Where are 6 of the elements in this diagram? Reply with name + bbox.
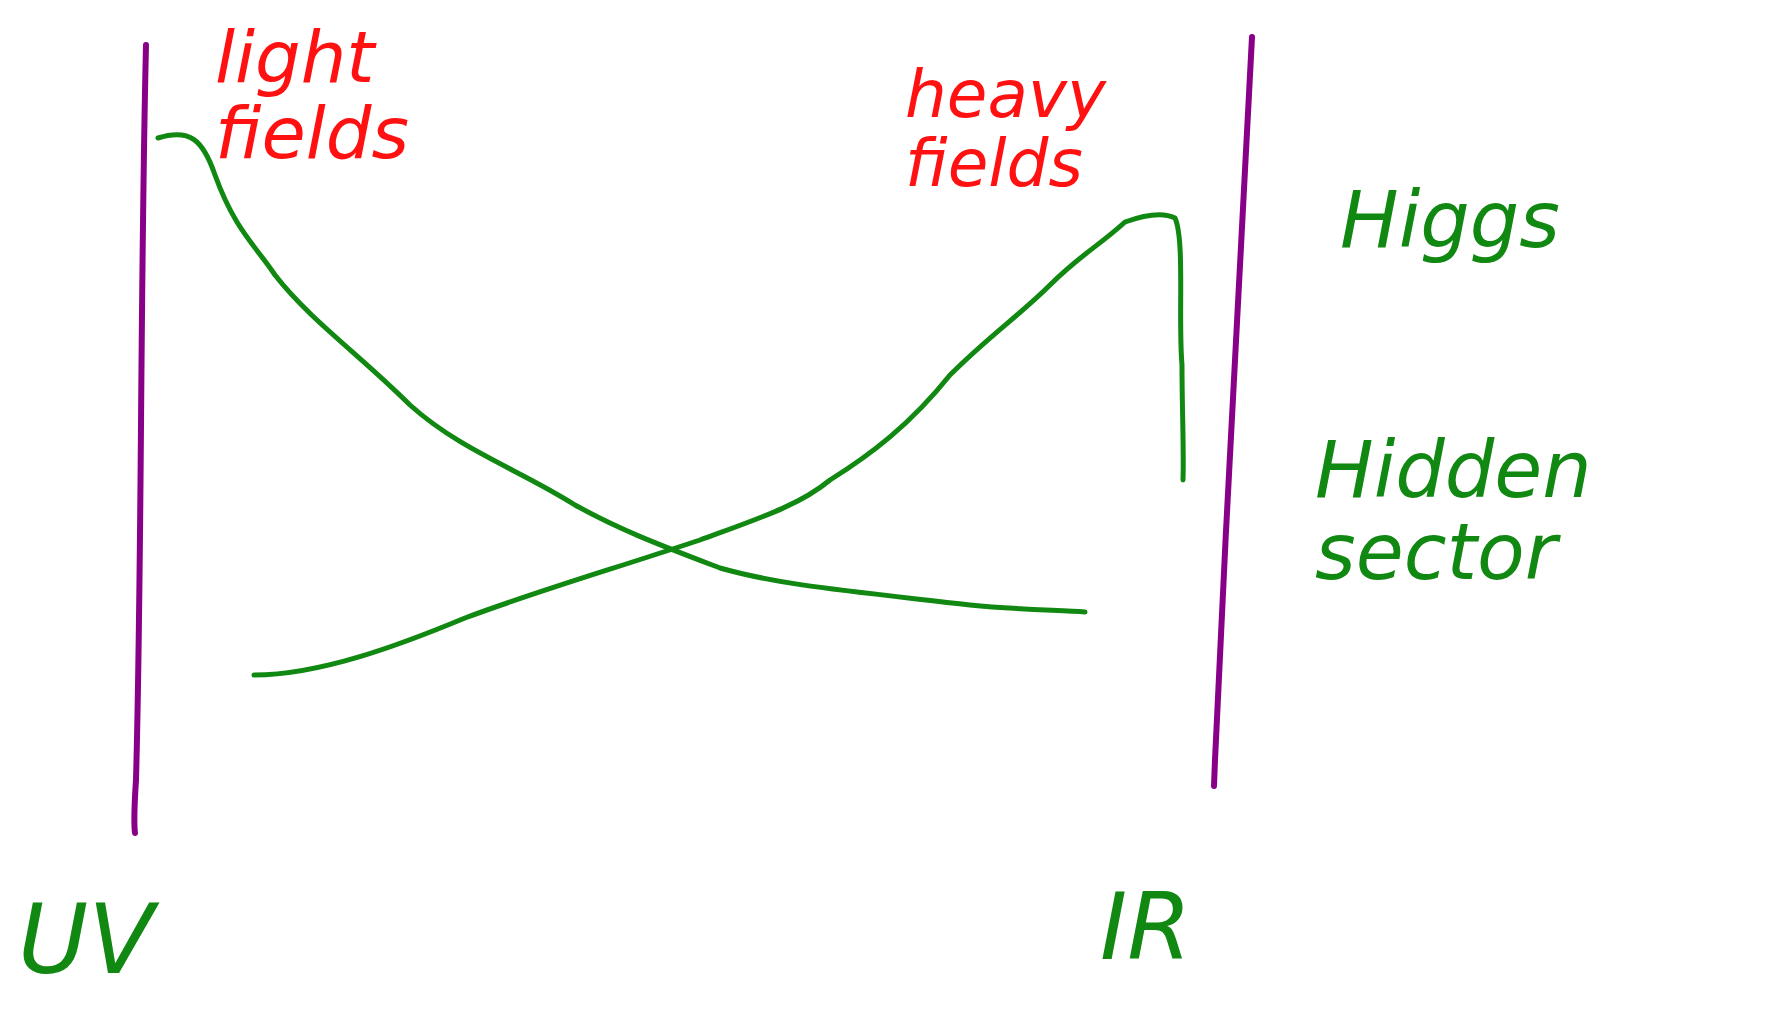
field-label: light fields — [215, 20, 411, 172]
sector-label: Higgs — [1340, 180, 1561, 262]
brane-label: UV — [18, 890, 218, 991]
field-label: heavy fields — [905, 60, 1105, 199]
sector-label: Hidden sector — [1315, 430, 1593, 594]
brane-label: IR — [1100, 880, 1193, 977]
